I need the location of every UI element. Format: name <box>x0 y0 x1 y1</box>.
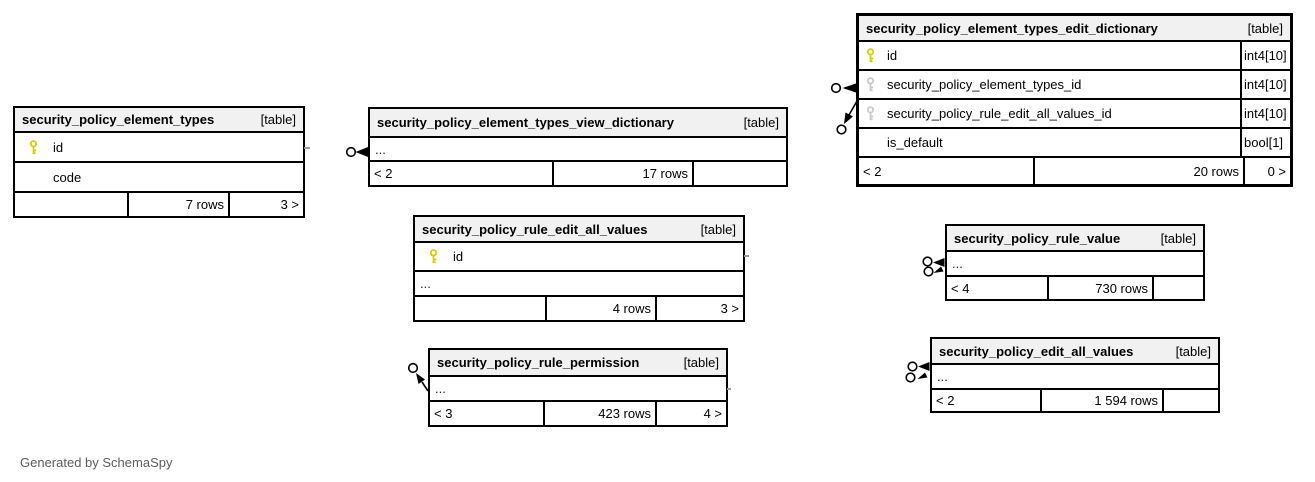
table-type-tag: [table] <box>683 355 719 370</box>
table-security-policy-element-types-edit-dictionary[interactable]: security_policy_element_types_edit_dicti… <box>856 13 1293 187</box>
table-name: security_policy_rule_permission <box>437 355 640 370</box>
footer-child-count: 0 > <box>1267 163 1286 179</box>
table-name: security_policy_rule_edit_all_values <box>422 221 648 237</box>
footer-row-count: 1 594 rows <box>1042 390 1164 411</box>
column-row: security_policy_element_types_id int4[10] <box>859 71 1290 100</box>
columns-ellipsis-row: ... <box>947 252 1203 277</box>
table-header[interactable]: security_policy_rule_permission [table] <box>430 350 726 377</box>
column-name: is_default <box>887 135 943 150</box>
foreign-key-icon <box>865 106 877 121</box>
columns-ellipsis-row: ... <box>370 138 786 162</box>
footer-parent-count: < 2 <box>932 390 1042 411</box>
column-datatype: int4[10] <box>1240 71 1290 98</box>
primary-key-icon <box>428 249 440 264</box>
footer-row-count: 20 rows <box>1035 158 1245 184</box>
column-name: id <box>53 139 64 155</box>
relationship-end-icon-rule-permission <box>407 362 429 392</box>
table-security-policy-edit-all-values[interactable]: security_policy_edit_all_values [table]..… <box>930 337 1220 413</box>
footer-child-count <box>694 162 786 185</box>
table-header[interactable]: security_policy_element_types_view_dicti… <box>370 109 786 138</box>
footer-row-count: 423 rows <box>545 402 657 425</box>
table-type-tag: [table] <box>700 221 736 237</box>
footer-child-count: 4 > <box>703 406 722 421</box>
schemaspy-credit: Generated by SchemaSpy <box>20 455 173 470</box>
footer-parent-count: < 2 <box>859 158 1035 184</box>
foreign-key-icon <box>865 77 877 92</box>
column-datatype: bool[1] <box>1240 129 1290 156</box>
relationship-end-icon-edit-all-values <box>905 361 930 383</box>
table-header[interactable]: security_policy_rule_value [table] <box>947 226 1203 252</box>
footer-row-count: 17 rows <box>554 162 694 185</box>
footer-child-count: 3 > <box>280 197 299 212</box>
columns-ellipsis-row: ... <box>415 272 743 297</box>
table-type-tag: [table] <box>743 115 779 130</box>
primary-key-icon <box>865 48 877 63</box>
footer-parent-count <box>15 193 129 216</box>
relationship-end-icon-rule-value <box>922 256 945 277</box>
edge-stub <box>304 147 310 149</box>
no-key-spacer <box>865 135 877 150</box>
footer-row-count: 7 rows <box>129 193 230 216</box>
table-name: security_policy_element_types <box>22 112 215 127</box>
column-datatype: int4[10] <box>1240 100 1290 127</box>
table-header[interactable]: security_policy_element_types_edit_dicti… <box>859 16 1290 42</box>
relationship-end-icon-edit-dictionary-1 <box>830 82 856 94</box>
edge-stub <box>727 388 731 390</box>
footer-row-count: 4 rows <box>547 297 657 320</box>
table-footer: 4 rows 3 > <box>415 297 743 320</box>
column-name: security_policy_element_types_id <box>887 77 1082 92</box>
table-type-tag: [table] <box>260 112 296 127</box>
table-security-policy-rule-permission[interactable]: security_policy_rule_permission [table]..… <box>428 348 728 427</box>
table-name: security_policy_edit_all_values <box>939 343 1134 359</box>
column-row: security_policy_rule_edit_all_values_id i… <box>859 100 1290 129</box>
table-type-tag: [table] <box>1160 230 1196 246</box>
column-name: code <box>53 169 82 185</box>
column-row: id <box>415 243 743 272</box>
relationship-end-icon-edit-dictionary-2 <box>836 100 858 135</box>
primary-key-icon <box>28 139 40 155</box>
edge-stub <box>744 255 749 257</box>
footer-parent-count: < 4 <box>947 277 1049 299</box>
table-footer: 7 rows 3 > <box>15 193 303 216</box>
column-name: id <box>453 249 464 264</box>
table-name: security_policy_element_types_edit_dicti… <box>866 20 1158 36</box>
column-row: is_default bool[1] <box>859 129 1290 158</box>
no-key-spacer <box>28 170 40 185</box>
table-security-policy-element-types-view-dictionary[interactable]: security_policy_element_types_view_dicti… <box>368 107 788 187</box>
columns-ellipsis-row: ... <box>430 377 726 402</box>
footer-parent-count: < 2 <box>370 162 554 185</box>
relationship-end-icon-view-dictionary <box>345 146 368 158</box>
columns-ellipsis-row: ... <box>932 365 1218 390</box>
table-name: security_policy_rule_value <box>954 230 1121 246</box>
table-header[interactable]: security_policy_element_types [table] <box>15 108 303 133</box>
footer-parent-count <box>415 297 547 320</box>
footer-parent-count: < 3 <box>430 402 545 425</box>
table-header[interactable]: security_policy_rule_edit_all_values [tab… <box>415 217 743 243</box>
table-type-tag: [table] <box>1247 20 1283 36</box>
table-header[interactable]: security_policy_edit_all_values [table] <box>932 339 1218 365</box>
footer-child-count <box>1154 277 1203 299</box>
column-name: security_policy_rule_edit_all_values_id <box>887 106 1112 121</box>
table-security-policy-element-types[interactable]: security_policy_element_types [table] id co… <box>13 106 305 218</box>
table-name: security_policy_element_types_view_dicti… <box>377 115 674 130</box>
column-row: id <box>15 133 303 163</box>
column-row: code <box>15 163 303 193</box>
footer-child-count <box>1164 390 1218 411</box>
table-security-policy-rule-edit-all-values[interactable]: security_policy_rule_edit_all_values [tab… <box>413 215 745 322</box>
column-datatype: int4[10] <box>1240 42 1290 69</box>
table-type-tag: [table] <box>1175 343 1211 359</box>
column-row: id int4[10] <box>859 42 1290 71</box>
footer-row-count: 730 rows <box>1049 277 1154 299</box>
footer-child-count: 3 > <box>720 301 739 316</box>
column-name: id <box>887 48 898 63</box>
